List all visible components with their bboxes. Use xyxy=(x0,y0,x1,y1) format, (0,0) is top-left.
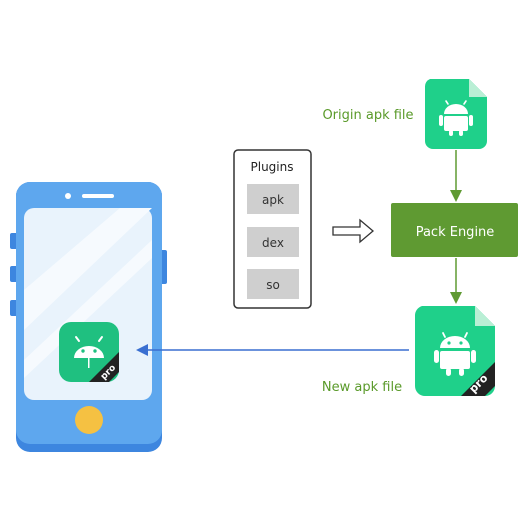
android-icon xyxy=(74,336,104,368)
plugins-panel: Plugins apk dex so xyxy=(233,149,312,309)
plugin-item-apk-label: apk xyxy=(262,193,284,207)
plugins-title: Plugins xyxy=(251,160,294,174)
new-apk-file: pro xyxy=(414,306,495,396)
phone-speaker xyxy=(82,194,114,198)
android-icon xyxy=(434,332,476,376)
screen-glare xyxy=(24,208,152,330)
new-apk-to-phone-arrow xyxy=(136,344,409,356)
pro-ribbon xyxy=(461,362,495,396)
plugin-item-so[interactable] xyxy=(247,269,299,299)
plugin-item-dex-label: dex xyxy=(262,236,284,250)
pro-ribbon xyxy=(89,352,119,382)
phone-camera xyxy=(65,193,71,199)
plugins-to-engine-arrow xyxy=(332,218,375,244)
app-icon-pro[interactable]: pro xyxy=(59,322,119,382)
screen-glare xyxy=(24,240,152,378)
new-apk-label: New apk file xyxy=(322,380,402,395)
plugin-item-so-label: so xyxy=(266,278,280,292)
pack-engine-box[interactable] xyxy=(391,203,518,257)
phone: pro xyxy=(10,182,167,452)
origin-apk-file xyxy=(424,79,487,149)
home-button[interactable] xyxy=(75,406,103,434)
pack-engine-label: Pack Engine xyxy=(416,225,495,240)
plugin-item-apk[interactable] xyxy=(247,184,299,214)
origin-apk-label: Origin apk file xyxy=(322,108,413,123)
android-icon xyxy=(439,100,473,136)
plugin-item-dex[interactable] xyxy=(247,227,299,257)
